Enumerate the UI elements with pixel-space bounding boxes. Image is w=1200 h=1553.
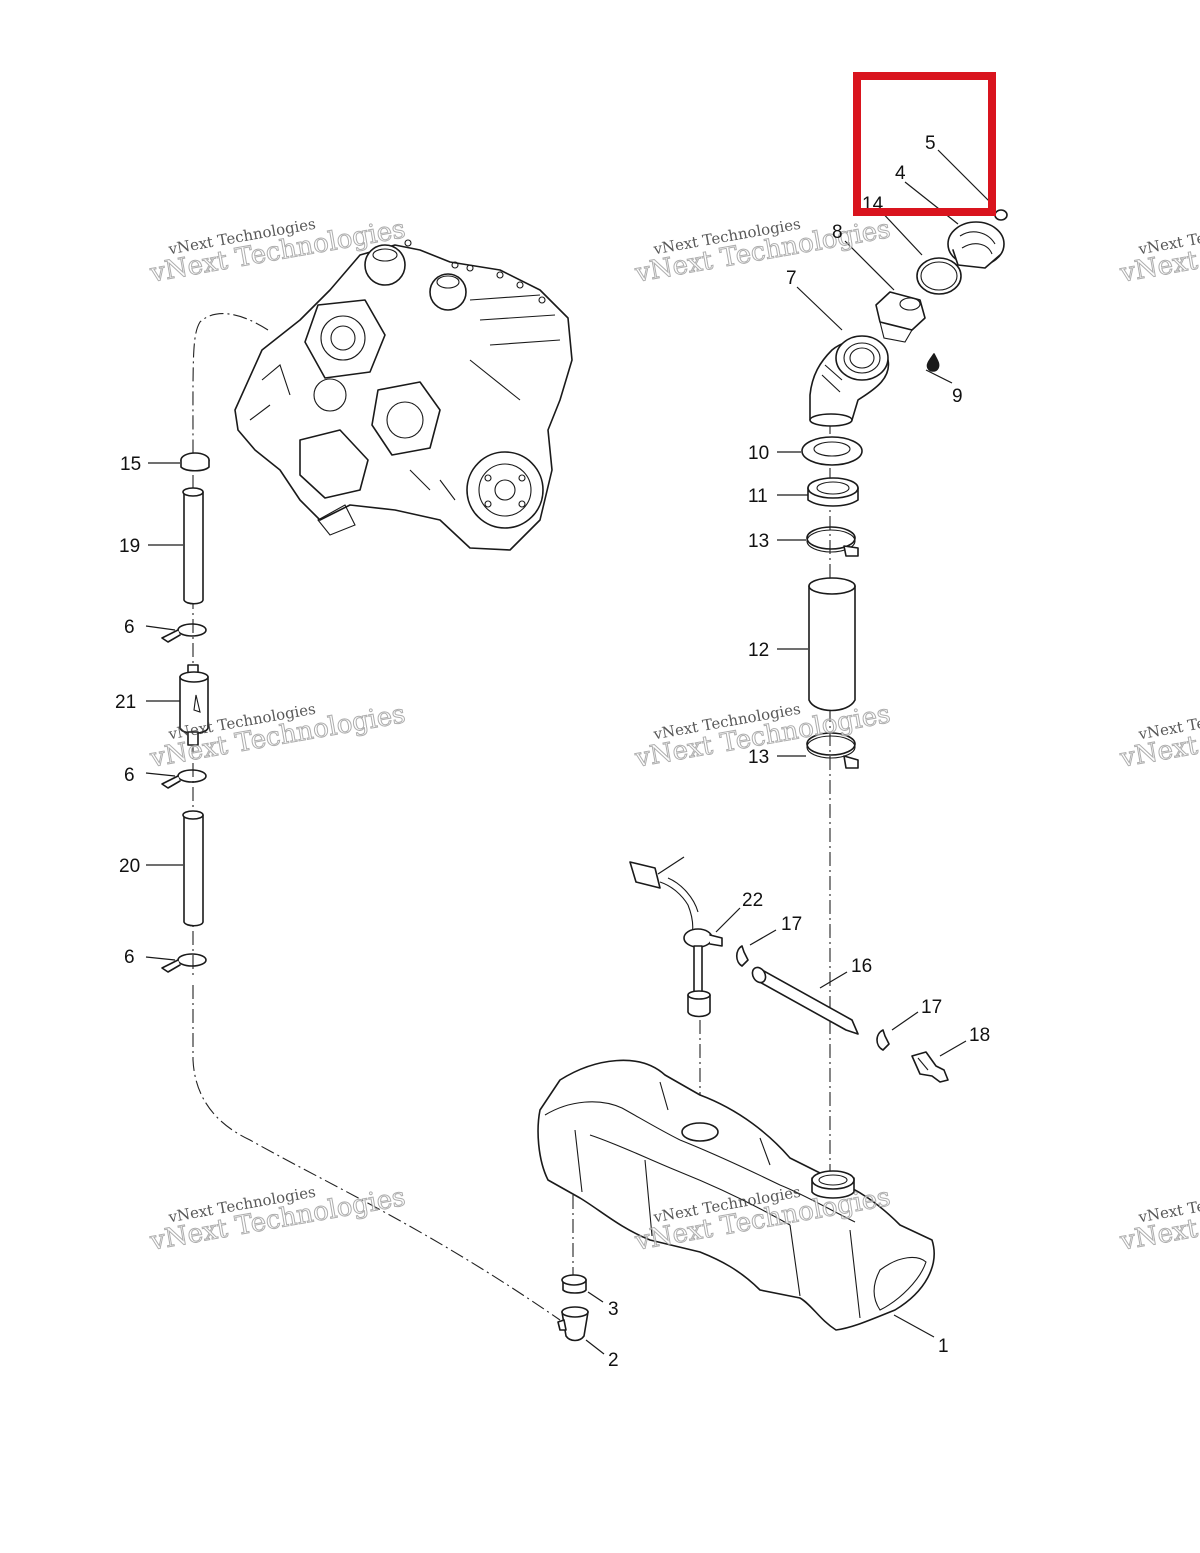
callout-labels: 5 4 14 8 7 9 10 11 13 12 13 15 19 6 21 6… — [115, 133, 990, 1371]
callout-18: 18 — [969, 1025, 990, 1046]
part-8-filler-neck-adapter — [875, 291, 926, 343]
callout-7: 7 — [786, 268, 797, 289]
part-21-fuel-sender — [683, 928, 723, 1018]
part-1-fuel-tank — [537, 1059, 935, 1331]
watermark-text: vNext Technologies — [1117, 1182, 1200, 1257]
part-13-clamp-upper — [806, 526, 859, 557]
callout-8: 8 — [832, 222, 843, 243]
part-11-nut — [807, 477, 859, 507]
part-6-clip-1 — [161, 623, 207, 643]
callout-19-lower: 20 — [119, 856, 140, 877]
callout-13-lower: 13 — [748, 747, 769, 768]
part-22-connector — [629, 861, 699, 936]
callout-17-upper: 17 — [781, 914, 802, 935]
part-15-clamp — [180, 452, 210, 472]
part-16-vent-hose — [751, 966, 859, 1035]
part-3-grommet — [561, 1274, 587, 1294]
callout-leaders — [145, 149, 994, 1355]
callout-19-upper: 19 — [119, 536, 140, 557]
part-12-hose — [808, 577, 856, 712]
callout-12: 12 — [748, 640, 769, 661]
callout-20: 21 — [115, 692, 136, 713]
part-20-fuel-filter — [179, 664, 209, 746]
part-17-clip-lower — [876, 1029, 890, 1051]
part-17-clip-upper — [735, 945, 749, 967]
part-19-hose-upper — [182, 487, 204, 605]
part-6-clip-2 — [161, 769, 207, 789]
part-14-o-ring — [916, 257, 962, 295]
part-2-fitting — [557, 1306, 589, 1342]
part-4-filler-cap — [947, 221, 1005, 269]
callout-1: 1 — [938, 1336, 949, 1357]
callout-5: 5 — [925, 133, 936, 154]
part-18-check-valve — [911, 1051, 949, 1083]
callout-21: 22 — [742, 890, 763, 911]
watermark-text: vNext Technologies — [1117, 699, 1200, 774]
part-5-vent-plug — [994, 209, 1008, 221]
callout-13-upper: 13 — [748, 531, 769, 552]
part-7-elbow-hose — [809, 335, 890, 427]
part-6-clip-3 — [161, 953, 207, 973]
callout-2: 2 — [608, 1350, 619, 1371]
callout-4: 4 — [895, 163, 906, 184]
callout-10: 10 — [748, 443, 769, 464]
part-13-clamp-lower — [806, 732, 859, 769]
callout-11: 11 — [748, 486, 768, 507]
callout-15: 15 — [120, 454, 141, 475]
callout-6-third: 6 — [124, 947, 135, 968]
callout-9: 9 — [952, 386, 963, 407]
callout-3: 3 — [608, 1299, 619, 1320]
callout-17-lower: 17 — [921, 997, 942, 1018]
callout-6-first: 6 — [124, 617, 135, 638]
highlight-box — [853, 72, 996, 216]
callout-6-second: 6 — [124, 765, 135, 786]
part-10-gasket — [801, 436, 863, 466]
watermark-text: vNext Technologies — [1117, 214, 1200, 289]
part-9-drop — [926, 353, 940, 372]
engine-illustration — [234, 239, 573, 551]
callout-16: 16 — [851, 956, 872, 977]
part-19-hose-lower — [182, 810, 204, 927]
